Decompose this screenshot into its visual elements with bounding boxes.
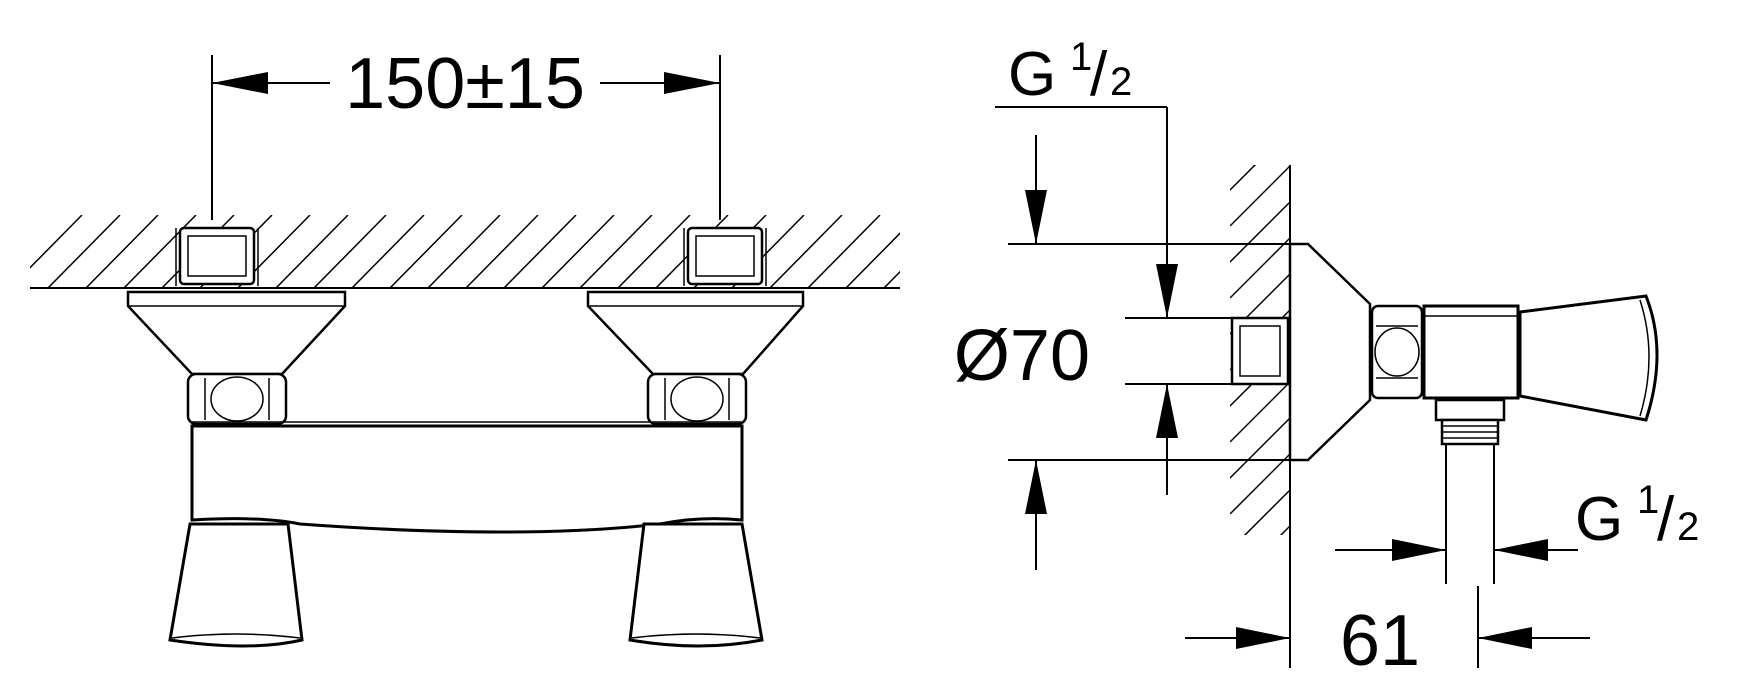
hatch-line xyxy=(1279,525,1290,535)
right-inlet-fitting xyxy=(586,226,805,426)
hatch-line xyxy=(1230,453,1290,515)
thread-bottom-numerator: 1 xyxy=(1637,478,1659,522)
hatch-line xyxy=(313,215,387,287)
svg-text:Ø70: Ø70 xyxy=(954,316,1090,396)
side-valve-body xyxy=(1422,304,1520,400)
thread-bottom-denominator: 2 xyxy=(1677,505,1699,549)
hatch-line xyxy=(427,215,501,287)
thread-top-prefix: G xyxy=(1008,40,1056,109)
dimension-diameter: Ø70 xyxy=(954,135,1290,570)
hatch-line xyxy=(579,215,653,287)
hatch-line xyxy=(1243,489,1290,535)
hatch-line xyxy=(85,215,159,287)
hatch-line xyxy=(1230,237,1290,299)
dimension-depth: 61 xyxy=(1185,586,1590,681)
hatch-line xyxy=(845,232,900,287)
hatch-line xyxy=(389,215,463,287)
hatch-line xyxy=(1230,201,1290,263)
diameter-value: 70 xyxy=(1010,316,1090,396)
thread-bottom-slash: / xyxy=(1657,485,1675,554)
diameter-symbol: Ø xyxy=(954,316,1010,396)
thread-top-slash: / xyxy=(1090,40,1108,109)
hatch-line xyxy=(47,215,121,287)
side-escutcheon xyxy=(1288,242,1372,462)
side-inlet-fitting xyxy=(1230,316,1290,386)
hatch-line xyxy=(1230,165,1257,191)
thread-bottom-prefix: G xyxy=(1575,485,1623,554)
center-spacing-label: 150±15 xyxy=(345,44,585,124)
side-outlet xyxy=(1434,398,1506,584)
hatch-line xyxy=(1230,165,1290,227)
hatch-line xyxy=(1230,381,1290,443)
hatch-line xyxy=(275,215,349,287)
hatch-line xyxy=(541,215,615,287)
hatch-line xyxy=(465,215,539,287)
thread-top-denominator: 2 xyxy=(1110,60,1132,104)
hatch-line xyxy=(769,215,843,287)
right-handle xyxy=(628,522,764,648)
left-inlet-fitting xyxy=(126,226,347,426)
hatch-line xyxy=(883,270,900,287)
depth-label: 61 xyxy=(1340,601,1420,681)
svg-text:G: G xyxy=(1008,40,1056,109)
hatch-line xyxy=(807,215,881,287)
hatch-line xyxy=(30,215,83,269)
side-handle xyxy=(1518,294,1659,422)
dimension-center-spacing: 150±15 xyxy=(211,44,721,220)
hatch-line xyxy=(351,215,425,287)
side-view: Ø70 G 1 / 2 G 1 / xyxy=(954,35,1699,681)
side-nut xyxy=(1370,304,1424,400)
front-view: 150±15 xyxy=(30,44,900,648)
hatch-line xyxy=(503,215,577,287)
left-handle xyxy=(168,522,304,648)
mixer-body xyxy=(190,424,744,534)
wall-hatching-top xyxy=(30,215,900,287)
hatch-line xyxy=(1230,417,1290,479)
wall-hatching-side xyxy=(1230,165,1290,535)
thread-top-numerator: 1 xyxy=(1070,35,1092,79)
thread-label-top: G 1 / 2 xyxy=(995,35,1178,495)
thread-label-bottom: G 1 / 2 xyxy=(1335,478,1699,561)
hatch-line xyxy=(617,215,691,287)
